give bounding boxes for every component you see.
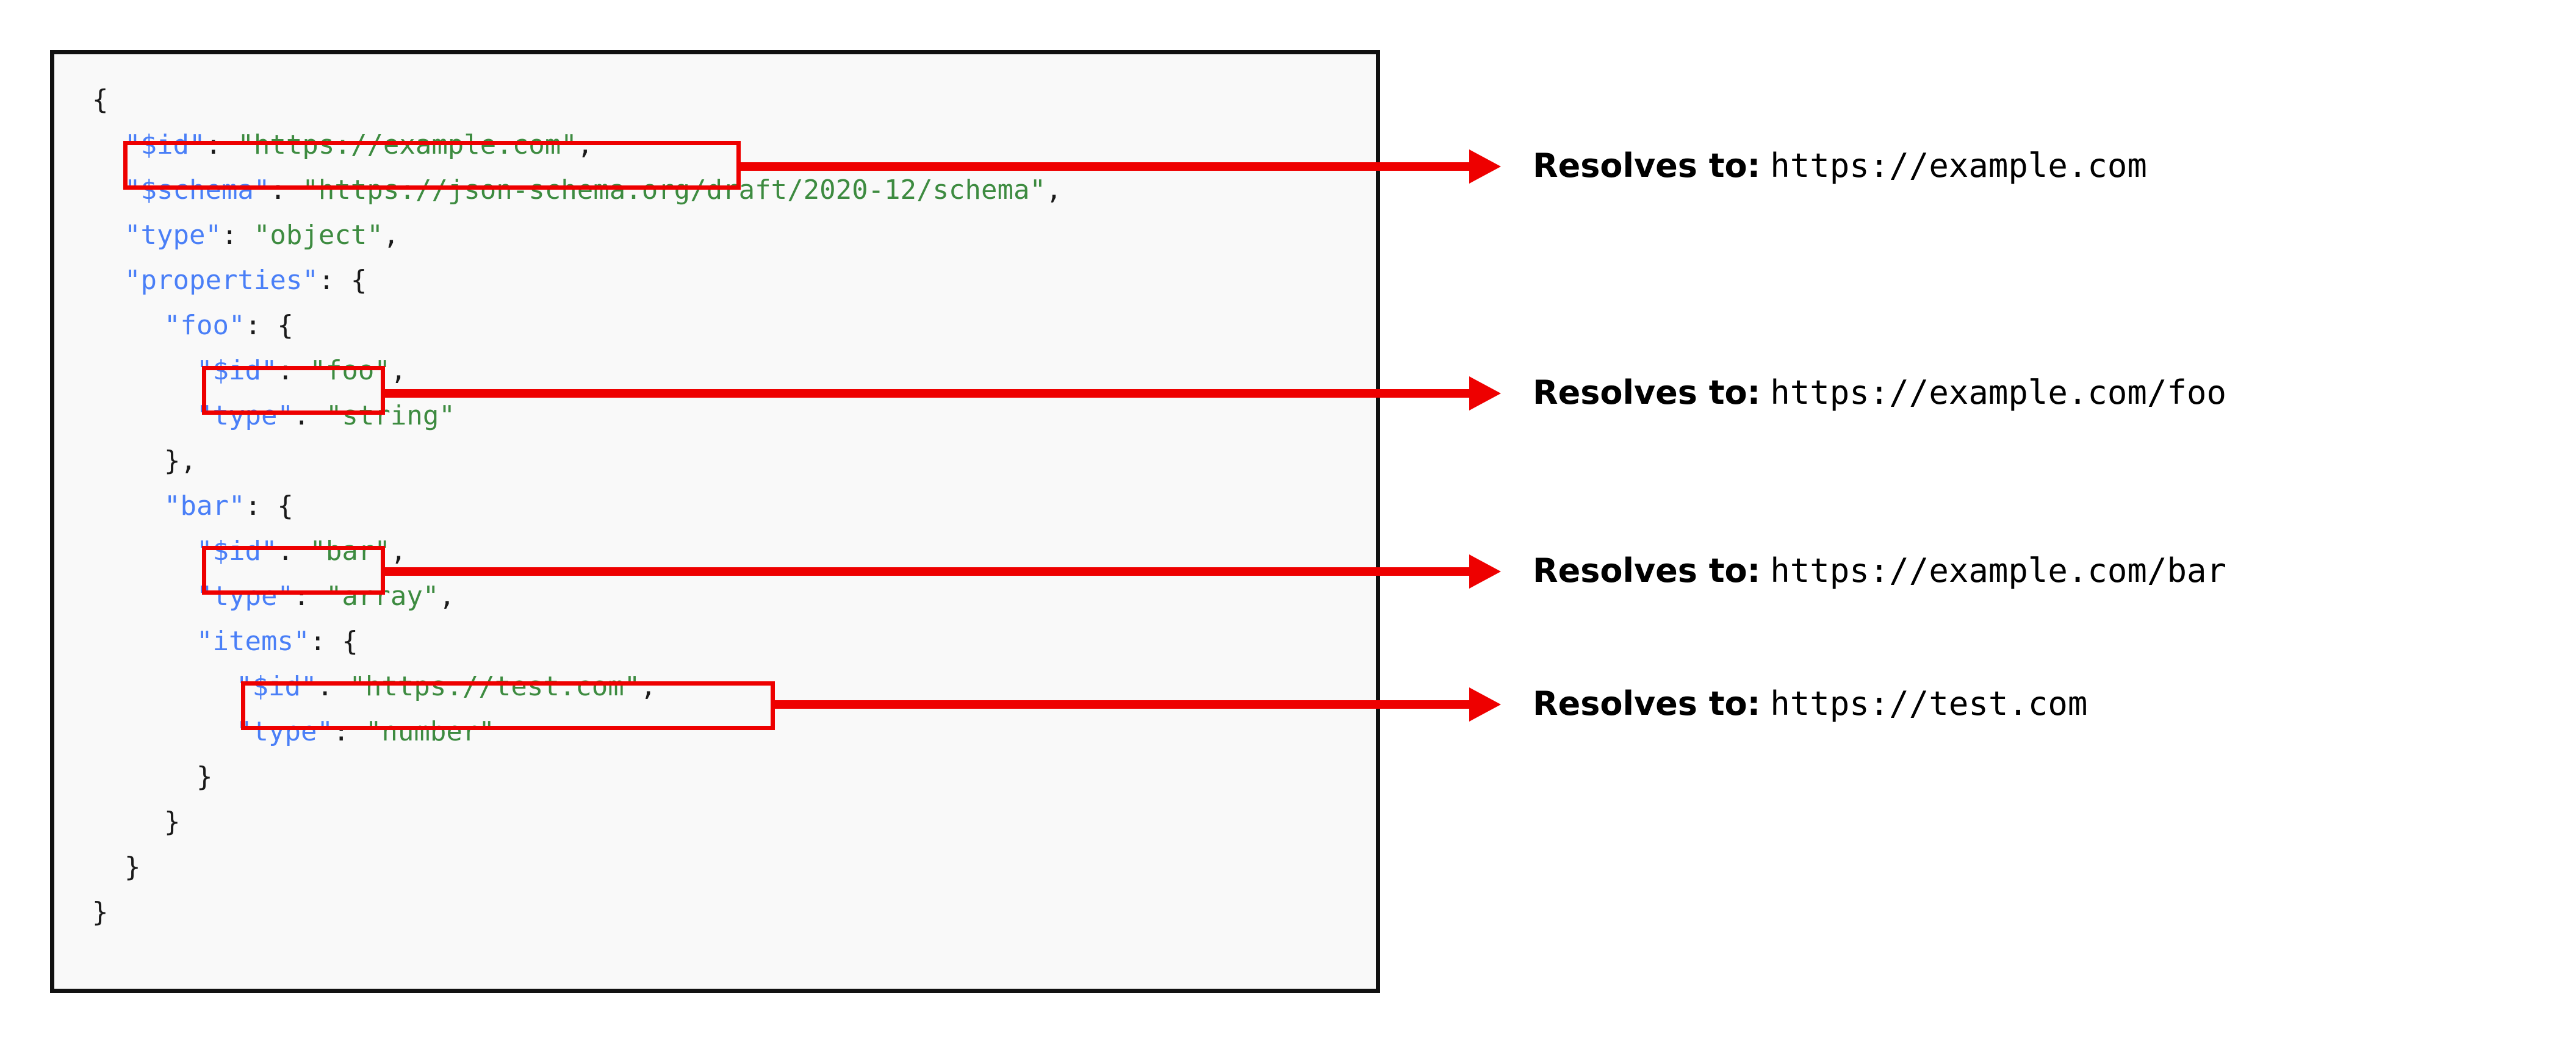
code-line: } (92, 800, 1062, 845)
json-punctuation: , (577, 129, 594, 160)
resolves-to-label: Resolves to: (1533, 551, 1761, 590)
json-punctuation: : (317, 671, 350, 702)
resolved-uri-value: https://test.com (1770, 684, 2088, 723)
json-punctuation: : (277, 355, 310, 386)
code-line: "$id": "https://example.com", (92, 123, 1062, 168)
json-punctuation: : (221, 220, 254, 251)
json-punctuation: { (92, 84, 109, 115)
json-punctuation: , (640, 671, 657, 702)
json-punctuation: : { (245, 310, 293, 341)
arrow-head-icon (1469, 554, 1501, 589)
json-key: "$id" (124, 129, 206, 160)
code-line: "type": "number" (92, 709, 1062, 754)
json-punctuation: : (293, 581, 326, 612)
arrow-head-icon (1469, 149, 1501, 184)
arrow-head-icon (1469, 376, 1501, 410)
json-key: "$id" (196, 536, 278, 567)
json-string-value: "string" (325, 400, 455, 431)
json-string-value: "bar" (309, 536, 390, 567)
json-string-value: "number" (365, 716, 495, 747)
json-key: "type" (196, 400, 293, 431)
code-line: } (92, 890, 1062, 935)
json-punctuation: } (196, 761, 213, 792)
json-punctuation: , (390, 355, 407, 386)
resolved-uri-value: https://example.com (1770, 146, 2147, 185)
resolved-uri-value: https://example.com/bar (1770, 551, 2226, 590)
json-punctuation: , (383, 220, 400, 251)
json-string-value: "object" (253, 220, 383, 251)
json-string-value: "https://example.com" (237, 129, 577, 160)
json-key: "foo" (164, 310, 245, 341)
json-punctuation: , (390, 536, 407, 567)
json-punctuation: : (333, 716, 365, 747)
json-punctuation: : { (309, 626, 358, 657)
json-punctuation: , (439, 581, 455, 612)
code-line: "$schema": "https://json-schema.org/draf… (92, 168, 1062, 213)
json-key: "type" (124, 220, 221, 251)
json-punctuation: : (205, 129, 238, 160)
json-string-value: "array" (325, 581, 439, 612)
code-line: "foo": { (92, 303, 1062, 348)
code-line: "bar": { (92, 484, 1062, 529)
json-punctuation: : { (318, 265, 367, 296)
code-line: } (92, 845, 1062, 890)
json-key: "items" (196, 626, 310, 657)
json-punctuation: , (1045, 174, 1062, 206)
json-key: "properties" (124, 265, 318, 296)
json-string-value: "https://test.com" (349, 671, 641, 702)
resolution-row: Resolves to:https://example.com/bar (1533, 551, 2226, 590)
resolution-row: Resolves to:https://example.com/foo (1533, 373, 2226, 412)
json-string-value: "https://json-schema.org/draft/2020-12/s… (302, 174, 1046, 206)
json-schema-code-panel: {"$id": "https://example.com","$schema":… (50, 50, 1380, 993)
resolution-row: Resolves to:https://test.com (1533, 684, 2087, 723)
json-key: "type" (236, 716, 333, 747)
resolves-to-label: Resolves to: (1533, 146, 1761, 185)
resolves-to-label: Resolves to: (1533, 373, 1761, 412)
arrow-shaft (771, 700, 1469, 709)
code-line: } (92, 754, 1062, 800)
json-punctuation: : (277, 536, 310, 567)
code-line: "type": "array", (92, 574, 1062, 619)
json-schema-code-listing: {"$id": "https://example.com","$schema":… (92, 77, 1062, 935)
code-line: { (92, 77, 1062, 123)
arrow-head-icon (1469, 687, 1501, 722)
resolved-uri-value: https://example.com/foo (1770, 373, 2226, 412)
arrow-shaft (381, 567, 1469, 576)
code-line: "items": { (92, 619, 1062, 664)
json-key: "$id" (196, 355, 278, 386)
json-punctuation: } (164, 806, 181, 837)
code-line: }, (92, 439, 1062, 484)
json-string-value: "foo" (309, 355, 390, 386)
json-punctuation: : (293, 400, 326, 431)
code-line: "$id": "bar", (92, 529, 1062, 574)
code-line: "$id": "foo", (92, 348, 1062, 393)
code-line: "type": "object", (92, 213, 1062, 258)
json-punctuation: }, (164, 445, 196, 476)
json-punctuation: : { (245, 490, 293, 522)
arrow-shaft (381, 389, 1469, 398)
json-punctuation: } (124, 851, 141, 883)
json-key: "$schema" (124, 174, 270, 206)
code-line: "$id": "https://test.com", (92, 664, 1062, 709)
json-punctuation: : (270, 174, 303, 206)
json-punctuation: } (92, 897, 109, 928)
code-line: "properties": { (92, 258, 1062, 303)
arrow-shaft (736, 162, 1469, 171)
code-line: "type": "string" (92, 393, 1062, 439)
json-key: "type" (196, 581, 293, 612)
resolves-to-label: Resolves to: (1533, 684, 1761, 723)
resolution-row: Resolves to:https://example.com (1533, 146, 2147, 185)
json-key: "bar" (164, 490, 245, 522)
json-key: "$id" (236, 671, 317, 702)
